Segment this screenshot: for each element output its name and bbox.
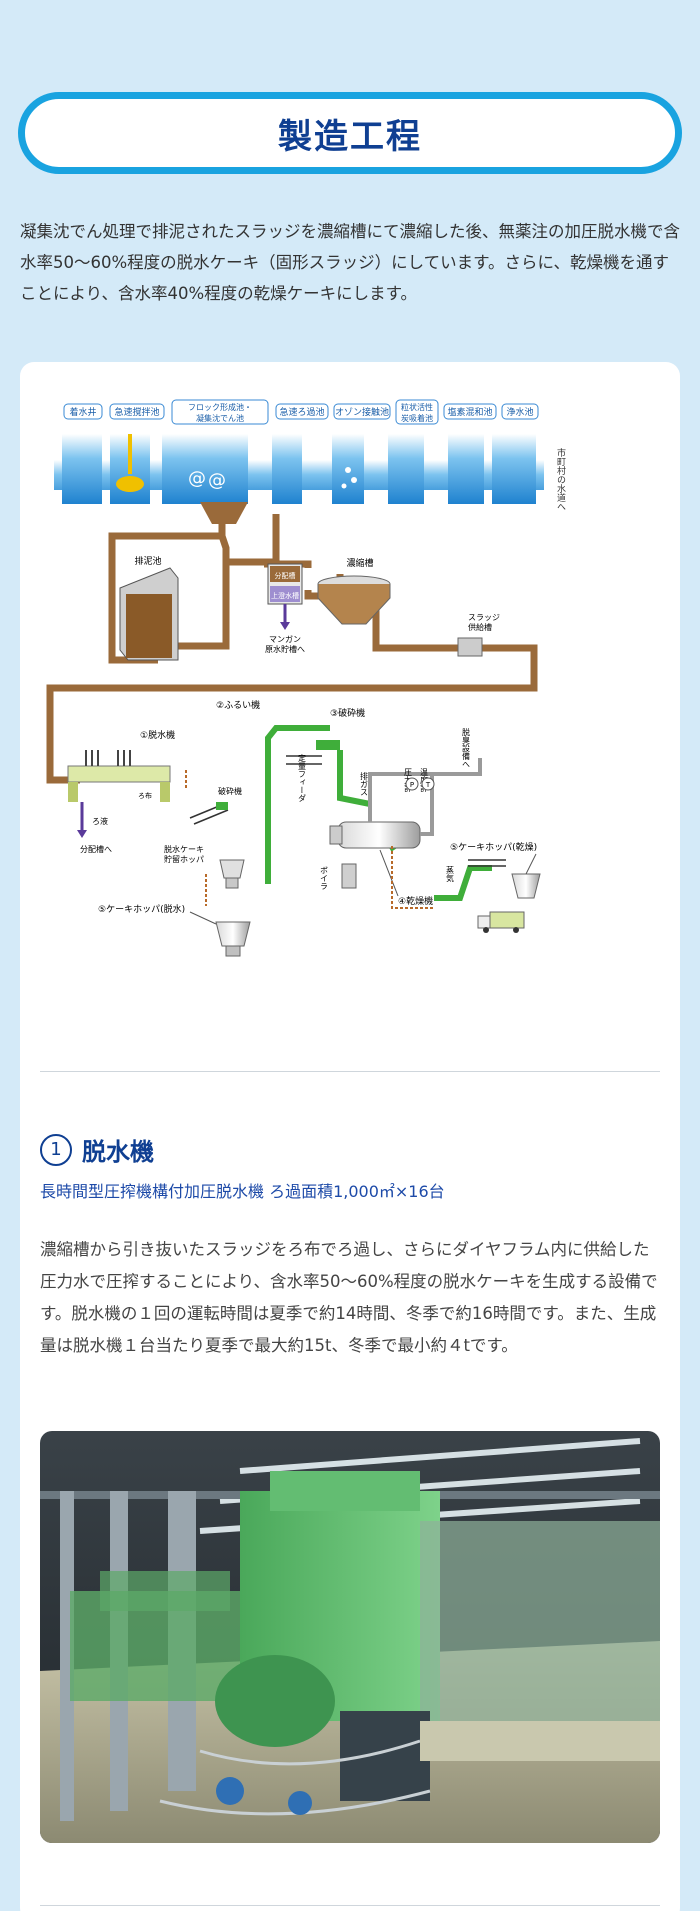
label-sludge-supply: スラッジ (468, 613, 500, 622)
label-filtrate: ろ液 (92, 816, 108, 826)
feeder-box (316, 740, 340, 750)
label-to-distribution: 分配槽へ (80, 844, 112, 854)
section-heading: 1 脱水機 (40, 1132, 154, 1167)
label-deodorizer: 脱臭設備へ (462, 727, 471, 768)
top-label-group: 着水井 急速撹拌池 フロック形成池・ 凝集沈でん池 急速ろ過池 オゾン接触池 粒… (63, 399, 539, 425)
label-crusher: ③破砕機 (330, 707, 365, 719)
label-exhaust: 排ガス (360, 771, 369, 796)
label-filter-cloth: ろ布 (138, 791, 152, 800)
page-title-banner: 製造工程 (18, 92, 682, 174)
process-diagram: 着水井 急速撹拌池 フロック形成池・ 凝集沈でん池 急速ろ過池 オゾン接触池 粒… (40, 398, 660, 1048)
label-chakusui: 着水井 (69, 406, 96, 418)
belts (189, 755, 506, 867)
dewatering-machine-diagram: ①脱水機 ろ布 ろ液 分配槽へ (67, 729, 175, 854)
label-boiler: ボイラ (320, 866, 329, 890)
label-manganese-2: 原水貯槽へ (265, 644, 305, 654)
label-to-municipal: 市町村の水道へ (555, 447, 566, 511)
dryer: ④乾燥機 (329, 821, 433, 907)
exhaust-pipes (368, 758, 482, 836)
label-hopper-dewatered: ⑤ケーキホッパ(脱水) (98, 903, 185, 915)
section-title: 脱水機 (82, 1138, 154, 1166)
boiler-box (341, 863, 357, 889)
label-kyusoku-roka: 急速ろ過池 (279, 406, 324, 418)
label-hopper-dry: ⑤ケーキホッパ(乾燥) (450, 841, 537, 853)
svg-text:@: @ (208, 470, 226, 491)
section-number: 1 (40, 1133, 72, 1166)
label-dewatering: ①脱水機 (140, 729, 175, 741)
label-manganese: マンガン (269, 634, 301, 644)
label-distribution: 分配槽 (275, 571, 296, 580)
t-symbol: T (425, 781, 431, 789)
intro-text: 凝集沈でん処理で排泥されたスラッジを濃縮槽にて濃縮した後、無薬注の加圧脱水機で含… (20, 222, 680, 303)
section-divider-bottom (40, 1905, 660, 1906)
stock-hopper: 脱水ケーキ 貯留ホッパ (164, 844, 245, 889)
label-stock-hopper-2: 貯留ホッパ (164, 854, 204, 864)
page-title: 製造工程 (278, 116, 422, 157)
dry-hopper: ⑤ケーキホッパ(乾燥) (450, 841, 541, 933)
label-supernatant: 上澄水槽 (271, 591, 299, 600)
svg-text:@: @ (188, 468, 206, 489)
label-kyusoku-kakuhan: 急速撹拌池 (114, 406, 159, 418)
label-enso: 塩素混和池 (447, 406, 492, 418)
dewatered-hopper: ⑤ケーキホッパ(脱水) (98, 903, 251, 957)
label-floc: フロック形成池・ (188, 402, 252, 412)
pressure-gauge-icon (405, 777, 419, 791)
label-katsuseitan-2: 炭吸着池 (401, 413, 433, 423)
distribution-tank: 分配槽 上澄水槽 マンガン 原水貯槽へ (265, 563, 305, 654)
thickener: 濃縮槽 (317, 557, 391, 625)
label-floc-2: 凝集沈でん池 (196, 413, 244, 423)
dewatering-machine-photo (40, 1431, 660, 1843)
label-thickener: 濃縮槽 (346, 557, 373, 569)
label-steam: 蒸気 (446, 865, 455, 883)
label-josui: 浄水池 (506, 406, 533, 418)
label-sludge-pit: 排泥池 (134, 555, 161, 567)
label-stock-hopper: 脱水ケーキ (164, 844, 204, 854)
label-ozone: オゾン接触池 (335, 406, 389, 418)
p-symbol: P (410, 781, 414, 789)
label-dryer: ④乾燥機 (398, 895, 433, 907)
label-sludge-supply-2: 供給槽 (468, 622, 492, 632)
treatment-basins: @ @ (54, 434, 544, 524)
section-divider-top (40, 1071, 660, 1072)
sludge-pit: 排泥池 (119, 555, 179, 661)
label-crusher-small: 破砕機 (218, 786, 242, 796)
label-katsuseitan: 粒状活性 (401, 402, 433, 412)
label-feeder: 定量フィーダ (298, 753, 307, 802)
thermometer-icon (421, 777, 435, 791)
section-subtitle: 長時間型圧搾機構付加圧脱水機 ろ過面積1,000㎡×16台 (40, 1182, 445, 1201)
section-body: 濃縮槽から引き抜いたスラッジをろ布でろ過し、さらにダイヤフラム内に供給した圧力水… (40, 1240, 658, 1355)
sludge-supply-tank: スラッジ 供給槽 (457, 613, 500, 657)
label-sieve: ②ふるい機 (216, 699, 260, 711)
